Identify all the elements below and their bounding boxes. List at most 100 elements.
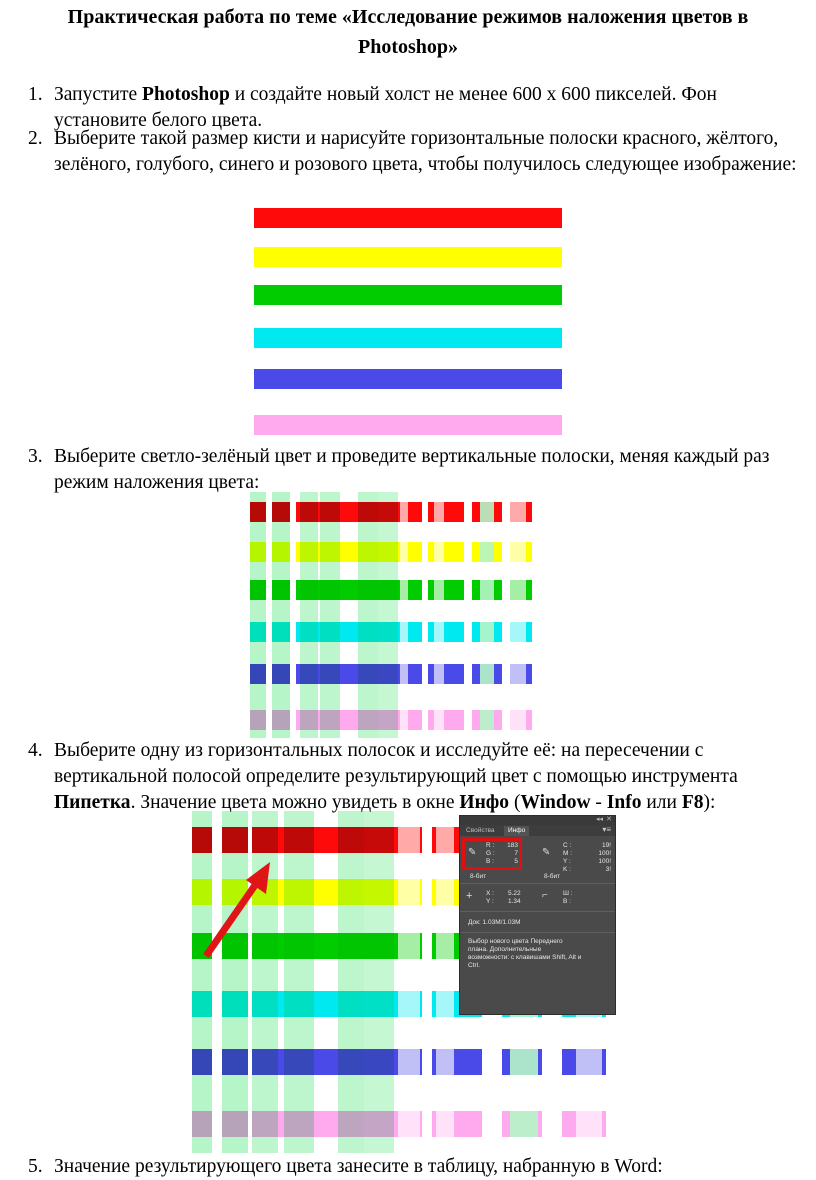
step-text-run: Пипетка: [54, 792, 131, 813]
blend-patch: [532, 502, 566, 522]
blend-patch: [482, 1111, 502, 1137]
step-number: 4.: [28, 740, 43, 761]
blend-patch: [398, 879, 420, 905]
step-text-run: Выберите одну из горизонтальных полосок …: [54, 740, 738, 787]
title-line-2: Photoshop»: [357, 36, 459, 58]
panel-top-bar: ◂◂ ✕: [460, 816, 615, 825]
blend-patch: [422, 622, 428, 642]
photoshop-info-panel: ◂◂ ✕ Свойства Инфо ▾≡ ✎ R : G : B : 183 …: [459, 815, 616, 1015]
blend-patch: [266, 664, 272, 684]
step-text: Запустите Photoshop и создайте новый хол…: [54, 82, 808, 134]
wh-label-h: В :: [563, 898, 571, 905]
title-line-1: Практическая работа по теме «Исследовани…: [67, 6, 749, 28]
collapse-icon[interactable]: ◂◂: [595, 816, 603, 823]
xy-label-y: Y :: [486, 898, 494, 905]
arrow-shaft: [203, 876, 263, 958]
blend-patch: [434, 580, 444, 600]
blend-patch: [508, 710, 526, 730]
blend-patch: [400, 542, 408, 562]
blend-patch: [480, 502, 494, 522]
blend-patch: [508, 622, 526, 642]
vertical-green-band: [300, 492, 318, 738]
cmyk-value-c: 19!: [601, 842, 611, 849]
blend-patch: [290, 580, 296, 600]
blend-patch: [398, 1111, 420, 1137]
rgb-label-b: B :: [486, 858, 494, 865]
blend-patch: [266, 502, 272, 522]
cmyk-label-y: Y :: [563, 858, 571, 865]
blend-patch: [400, 622, 408, 642]
stripe-cyan: [254, 328, 562, 348]
divider: [460, 932, 615, 933]
step-number: 5.: [28, 1156, 43, 1177]
step-text: Выберите светло-зелёный цвет и проведите…: [54, 444, 808, 496]
blend-patch: [502, 664, 510, 684]
tab-info[interactable]: Инфо: [504, 826, 530, 836]
blend-patch: [212, 879, 222, 905]
blend-patch: [422, 542, 428, 562]
blend-patch: [480, 542, 494, 562]
blend-patch: [550, 580, 560, 600]
blend-patch: [212, 1111, 222, 1137]
blend-patch: [422, 664, 428, 684]
blend-patch: [606, 1111, 626, 1137]
blend-patch: [434, 502, 444, 522]
xy-value-x: 5.22: [508, 890, 521, 897]
blend-patch: [434, 622, 444, 642]
blend-patch: [434, 710, 444, 730]
blend-patch: [398, 933, 420, 959]
blend-patch: [464, 542, 472, 562]
blend-patch: [542, 1111, 562, 1137]
blend-patch: [212, 1049, 222, 1075]
blend-patch: [422, 879, 432, 905]
blend-patch: [290, 502, 296, 522]
step-text-run: Window: [520, 792, 591, 813]
close-icon[interactable]: ✕: [606, 816, 612, 823]
figure-blended-stripes-small: [250, 492, 566, 738]
blend-patch: [510, 1049, 538, 1075]
step-text-run: Выберите такой размер кисти и нарисуйте …: [54, 128, 797, 175]
step-text-run: . Значение цвета можно увидеть в окне: [130, 792, 460, 813]
wh-label-w: Ш :: [563, 890, 573, 897]
step-1: 1. Запустите Photoshop и создайте новый …: [28, 82, 808, 134]
blend-patch: [508, 542, 526, 562]
blend-patch: [248, 1111, 252, 1137]
blend-patch: [550, 622, 560, 642]
blend-patch: [550, 664, 560, 684]
blend-patch: [480, 622, 494, 642]
rgb-label-r: R :: [486, 842, 495, 849]
step-5: 5. Значение результирующего цвета занеси…: [28, 1154, 808, 1180]
blend-patch: [464, 710, 472, 730]
panel-tabs: Свойства Инфо ▾≡: [460, 825, 615, 836]
stripe-blue: [254, 369, 562, 389]
step-3: 3. Выберите светло-зелёный цвет и провед…: [28, 444, 808, 496]
blend-patch: [502, 710, 510, 730]
blend-patch: [532, 580, 566, 600]
step-text-run: Запустите: [54, 84, 143, 105]
cmyk-label-k: K :: [563, 866, 571, 873]
vertical-green-band: [250, 492, 266, 738]
blend-patch: [532, 622, 566, 642]
blend-patch: [606, 1049, 626, 1075]
blend-patch: [502, 542, 510, 562]
blend-patch: [482, 1049, 502, 1075]
step-text-run: Значение результирующего цвета занесите …: [54, 1156, 663, 1177]
vertical-green-band: [364, 811, 394, 1153]
rgb-value-r: 183: [507, 842, 518, 849]
blend-patch: [422, 1111, 432, 1137]
step-text-run: ):: [703, 792, 716, 813]
blend-patch: [436, 933, 454, 959]
blend-patch: [422, 1049, 432, 1075]
blend-patch: [400, 502, 408, 522]
tab-properties[interactable]: Свойства: [466, 827, 495, 834]
step-text-run: и создайте новый холст не менее 600 х 60…: [54, 84, 717, 131]
cmyk-value-y: 100!: [598, 858, 611, 865]
step-number: 2.: [28, 128, 43, 149]
panel-menu-icon[interactable]: ▾≡: [602, 825, 611, 834]
blend-patch: [576, 1111, 602, 1137]
vertical-green-band: [378, 492, 398, 738]
blend-patch: [398, 991, 420, 1017]
stripe-yellow: [254, 247, 562, 267]
blend-patch: [422, 827, 432, 853]
blend-patch: [434, 664, 444, 684]
